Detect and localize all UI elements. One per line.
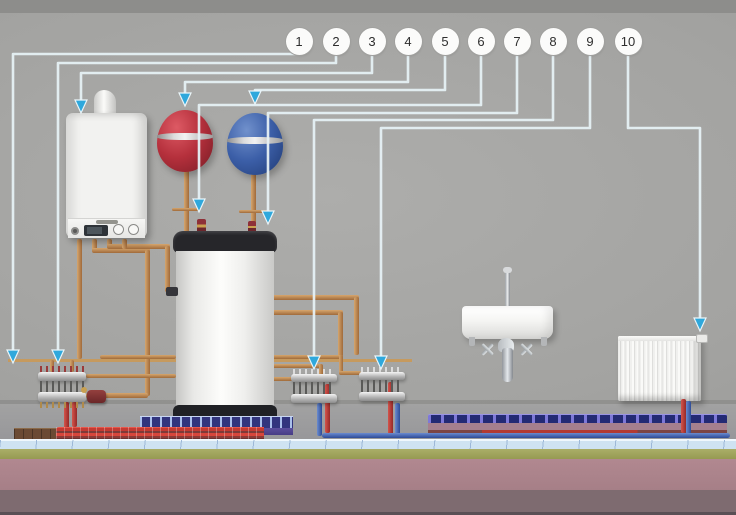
manifold-blue-pipe <box>395 403 400 434</box>
copper-pipe <box>100 355 176 359</box>
cold-distribution-pipe <box>322 433 730 438</box>
copper-pipe <box>77 239 82 359</box>
manifold-ports <box>361 380 403 392</box>
copper-pipe <box>338 312 343 357</box>
radiator-return-pipe <box>686 401 691 434</box>
wood-flooring <box>14 428 58 440</box>
copper-pipe <box>107 244 170 249</box>
wash-basin <box>462 306 553 339</box>
insulation-grid <box>0 440 736 449</box>
copper-pipe <box>165 246 170 292</box>
manifold-valve-caps <box>40 366 84 373</box>
radiator-air-vent <box>696 334 708 343</box>
manifold-lower-bar <box>291 394 337 403</box>
hot-water-storage-tank <box>176 251 274 409</box>
manifold-red-pipe <box>72 402 77 427</box>
tank-band <box>157 133 213 140</box>
safety-group-valve <box>197 219 206 233</box>
manifold-valve-caps <box>293 369 335 375</box>
copper-pipe <box>271 364 323 368</box>
floor-heating-coil-under-tank <box>140 416 293 429</box>
expansion-tank-red <box>157 110 213 172</box>
copper-pipe <box>145 250 150 396</box>
boiler-gauge-icon <box>128 224 139 235</box>
expansion-tank-pipe <box>184 168 189 232</box>
embedded-red-pipe <box>428 430 727 434</box>
pump-fitting <box>81 387 87 393</box>
callout-6: 6 <box>469 29 493 53</box>
copper-pipe <box>107 239 112 248</box>
expansion-tank-blue <box>227 113 283 175</box>
faucet-handle <box>503 267 512 273</box>
tank-side-valve <box>166 287 178 296</box>
manifold-lower-bar <box>38 392 86 402</box>
circulation-pump <box>87 390 106 403</box>
floor-heating-coil-red <box>56 427 264 441</box>
floor-heating-coil-violet <box>428 414 727 424</box>
coil-clip-rail <box>56 427 264 441</box>
copper-pipe <box>354 297 359 355</box>
expansion-tank-pipe <box>251 172 256 232</box>
copper-pipe <box>271 355 343 359</box>
radiator-supply-pipe <box>681 399 686 433</box>
manifold-ports <box>40 381 84 392</box>
callout-2: 2 <box>324 29 348 53</box>
manifold-valve-caps <box>361 367 403 373</box>
manifold-red-pipe <box>388 382 393 435</box>
copper-pipe <box>92 239 97 252</box>
storage-tank-cap <box>173 231 277 253</box>
callout-5: 5 <box>433 29 457 53</box>
callout-7: 7 <box>505 29 529 53</box>
wall-mounted-boiler <box>66 113 147 238</box>
manifold-lower-bar <box>359 392 405 401</box>
drain-pipe <box>502 348 513 382</box>
manifold-ports <box>293 382 335 394</box>
bottom-edge <box>0 512 736 515</box>
manifold-blue-pipe <box>317 403 322 436</box>
tank-top-valve <box>248 221 256 233</box>
wall-floor-shadow <box>0 400 736 404</box>
copper-pipe <box>86 393 148 398</box>
faucet <box>505 271 510 308</box>
callout-10: 10 <box>616 29 640 53</box>
callout-3: 3 <box>360 29 384 53</box>
boiler-knob-icon <box>71 227 79 235</box>
callout-4: 4 <box>396 29 420 53</box>
boiler-gauge-icon <box>113 224 124 235</box>
flue-pipe <box>94 90 116 118</box>
underfloor-heating-manifold-right <box>359 372 405 380</box>
copper-pipe <box>339 355 343 375</box>
underfloor-heating-manifold-left <box>291 374 337 382</box>
callout-1: 1 <box>287 29 311 53</box>
copper-pipe <box>271 377 295 381</box>
foundation-layer <box>0 490 736 512</box>
manifold-red-pipe <box>325 384 330 433</box>
boiler-logo <box>96 220 118 224</box>
ceiling-shadow-band <box>0 0 736 13</box>
copper-tee <box>172 208 200 211</box>
screed-face <box>428 423 727 430</box>
arrow-down-icon <box>6 90 707 371</box>
basin-bracket <box>469 337 475 346</box>
copper-tee <box>239 210 267 213</box>
heating-distribution-manifold <box>38 372 86 381</box>
boiler-display-screen <box>87 227 102 234</box>
copper-pipe <box>92 248 150 253</box>
subfloor-layer <box>0 459 736 490</box>
callout-8: 8 <box>541 29 565 53</box>
radiator-top-rail <box>618 336 701 341</box>
basin-bracket <box>541 337 547 346</box>
copper-pipe <box>122 239 127 249</box>
manifold-brass-ports <box>40 402 84 408</box>
panel-radiator <box>618 336 701 401</box>
callout-9: 9 <box>578 29 602 53</box>
tank-band <box>227 137 283 144</box>
copper-pipe <box>271 310 343 315</box>
manifold-red-pipe <box>64 402 69 429</box>
screed-green-layer <box>0 449 736 459</box>
copper-pipe <box>86 374 176 378</box>
copper-pipe <box>339 371 361 375</box>
